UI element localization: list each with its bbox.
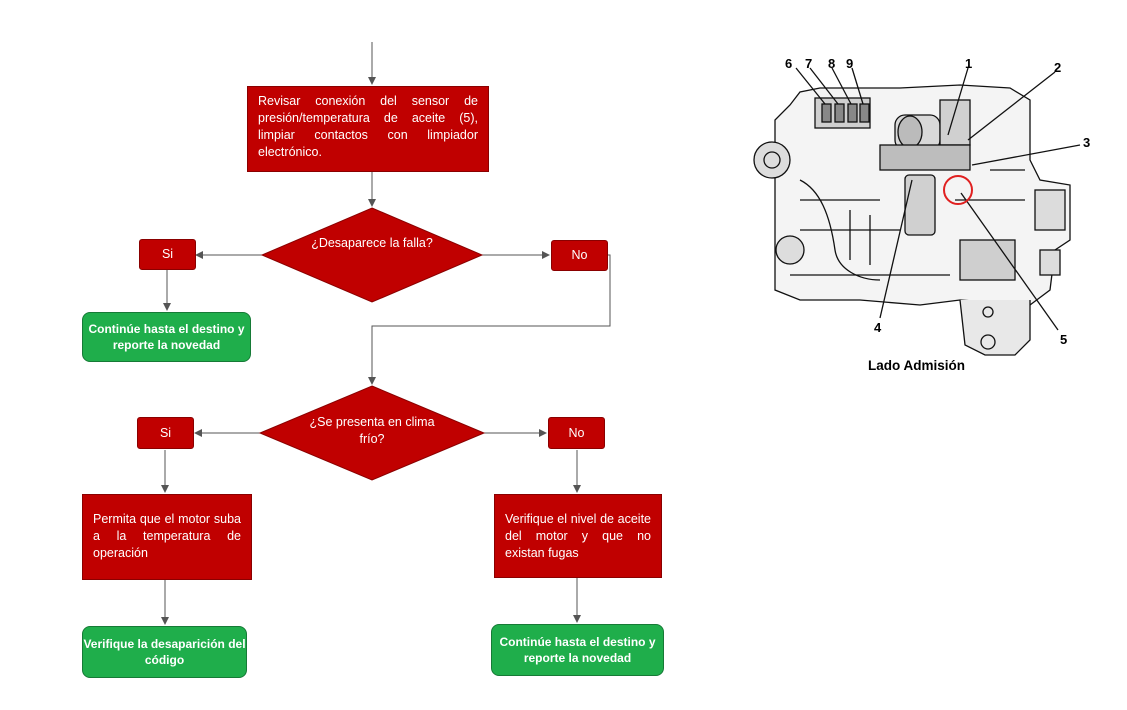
callout-6: 6: [785, 56, 793, 71]
no-box-2: No: [548, 417, 605, 449]
engine-caption: Lado Admisión: [868, 358, 965, 373]
callout-3: 3: [1083, 135, 1091, 150]
sensor-highlight-circle: [943, 175, 973, 205]
callout-1: 1: [965, 56, 973, 71]
decision-diamond-2: [258, 385, 486, 481]
no-box-1: No: [551, 240, 608, 271]
step-check-oil: Verifique el nivel de aceite del motor y…: [494, 494, 662, 578]
callout-7: 7: [805, 56, 813, 71]
yes-box-2: Si: [137, 417, 194, 449]
callout-8: 8: [828, 56, 836, 71]
callout-5: 5: [1060, 332, 1068, 347]
callout-4: 4: [874, 320, 882, 335]
callout-9: 9: [846, 56, 854, 71]
end-continue-2: Continúe hasta el destino y reporte la n…: [491, 624, 664, 676]
decision-diamond-1: [260, 207, 484, 303]
step-warm-engine: Permita que el motor suba a la temperatu…: [82, 494, 252, 580]
yes-box-1: Si: [139, 239, 196, 270]
end-verify-code: Verifique la desaparición del código: [82, 626, 247, 678]
end-continue-1: Continúe hasta el destino y reporte la n…: [82, 312, 251, 362]
engine-illustration: [753, 67, 1081, 356]
callout-2: 2: [1054, 60, 1062, 75]
decision-fault-disappears-label: ¿Desaparece la falla?: [311, 236, 433, 250]
decision-cold-weather-label: ¿Se presenta en clima frío?: [309, 415, 435, 446]
step-check-connection: Revisar conexión del sensor de presión/t…: [247, 86, 489, 172]
